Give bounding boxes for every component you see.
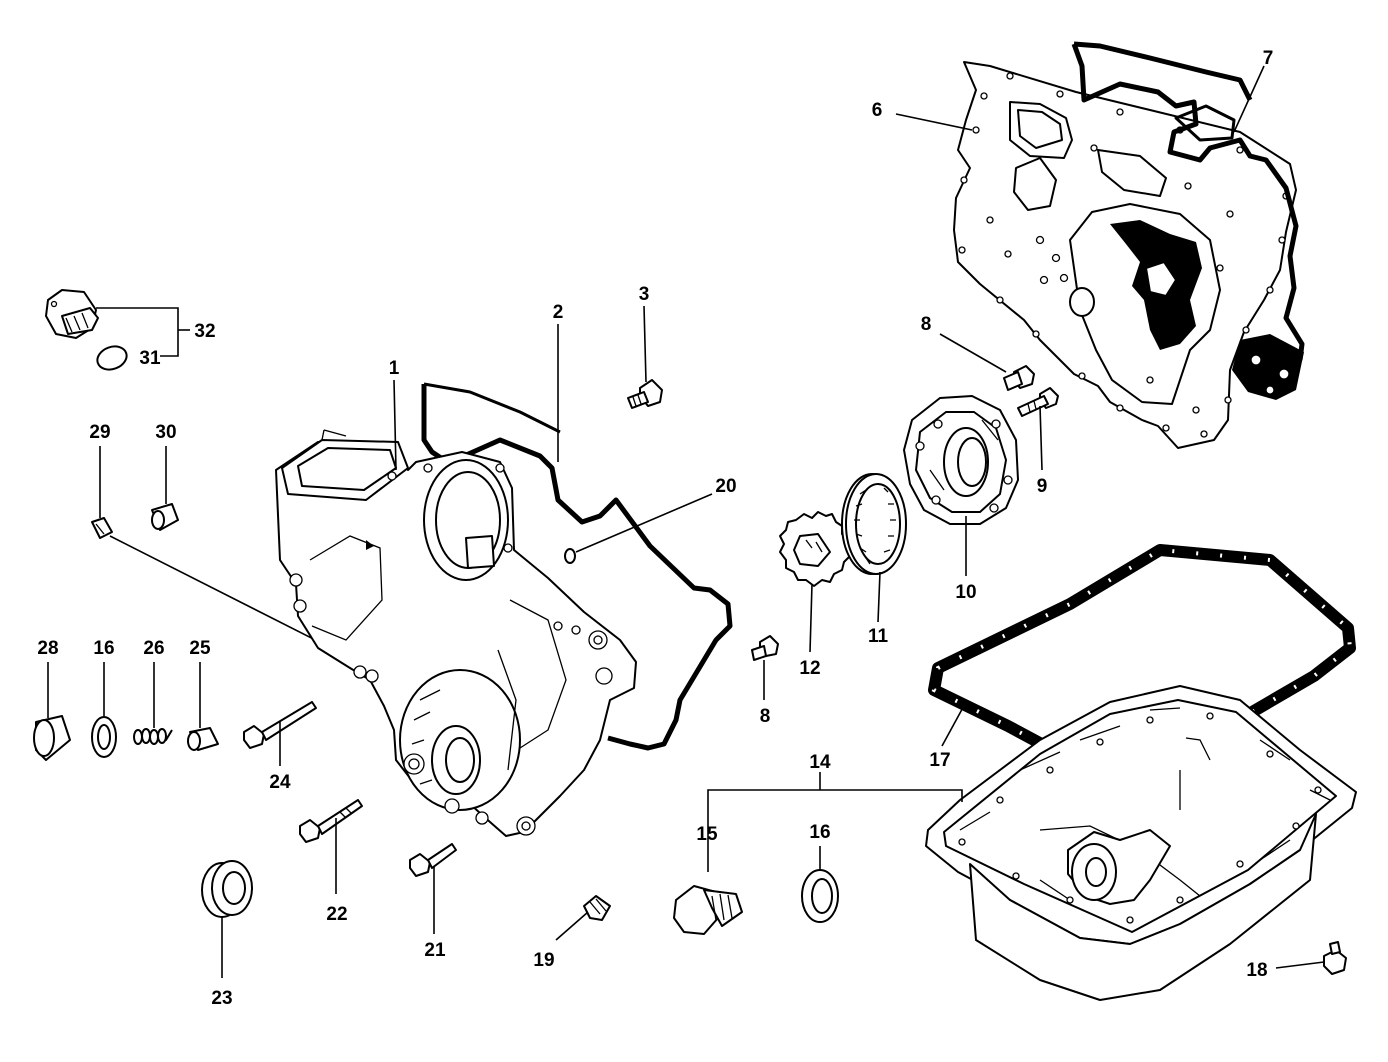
filler-cap-part	[45, 289, 99, 339]
label-9: 9	[1037, 476, 1048, 497]
label-15: 15	[696, 824, 718, 845]
bolt-part-18	[1323, 941, 1347, 975]
label-32: 32	[194, 321, 215, 342]
label-1: 1	[389, 358, 400, 379]
label-16-right: 16	[809, 822, 830, 843]
label-21: 21	[424, 940, 446, 961]
label-8-upper: 8	[921, 314, 932, 335]
label-31: 31	[139, 348, 161, 369]
drain-plug-part-15	[673, 885, 743, 935]
washer-part-16	[91, 716, 117, 758]
label-25: 25	[189, 638, 211, 659]
timing-gear-case-part-1	[275, 429, 637, 837]
label-14: 14	[809, 752, 831, 773]
label-19: 19	[533, 950, 554, 971]
label-17: 17	[929, 750, 950, 771]
bolt-part-24	[243, 701, 317, 749]
bolt-part-8-upper	[1003, 365, 1035, 391]
bolt-part-21	[409, 843, 457, 877]
pump-cover-part-10	[903, 395, 1019, 525]
bolt-part-22	[299, 799, 363, 843]
label-20: 20	[715, 476, 736, 497]
label-29: 29	[89, 422, 110, 443]
piston-part-25	[187, 727, 219, 751]
bolt-part-3	[627, 379, 663, 409]
label-2: 2	[553, 302, 564, 323]
oil-pan-gasket-part-17	[928, 544, 1356, 790]
label-22: 22	[326, 904, 347, 925]
label-7: 7	[1263, 48, 1274, 69]
label-11: 11	[868, 626, 889, 647]
label-28: 28	[37, 638, 58, 659]
label-8-lower: 8	[760, 706, 771, 727]
bushing-part-30	[151, 503, 179, 531]
bolt-part-8-lower	[751, 635, 779, 661]
drain-washer-part-16	[801, 869, 839, 923]
label-30: 30	[155, 422, 176, 443]
cap-part-28	[33, 715, 71, 761]
label-23: 23	[211, 988, 232, 1009]
oil-pan	[925, 685, 1357, 1001]
leader-lines	[47, 65, 1325, 978]
label-18: 18	[1246, 960, 1267, 981]
label-16-left: 16	[93, 638, 114, 659]
set-screw-part-19	[583, 895, 611, 921]
gear-part-12	[779, 511, 851, 587]
label-6: 6	[872, 100, 883, 121]
oil-seal-part-23	[201, 860, 253, 918]
label-24: 24	[269, 772, 291, 793]
o-ring-part	[96, 345, 128, 371]
bolt-part-9	[1017, 387, 1059, 417]
ring-gear-part-11	[841, 473, 907, 575]
o-ring-part-20	[564, 548, 576, 564]
back-plate-part-6	[953, 61, 1304, 449]
label-12: 12	[799, 658, 820, 679]
plug-part-29	[91, 517, 113, 539]
label-26: 26	[143, 638, 164, 659]
label-10: 10	[955, 582, 976, 603]
plate-gasket-part-7	[1071, 41, 1305, 361]
spring-part-26	[133, 728, 173, 745]
label-3: 3	[639, 284, 650, 305]
